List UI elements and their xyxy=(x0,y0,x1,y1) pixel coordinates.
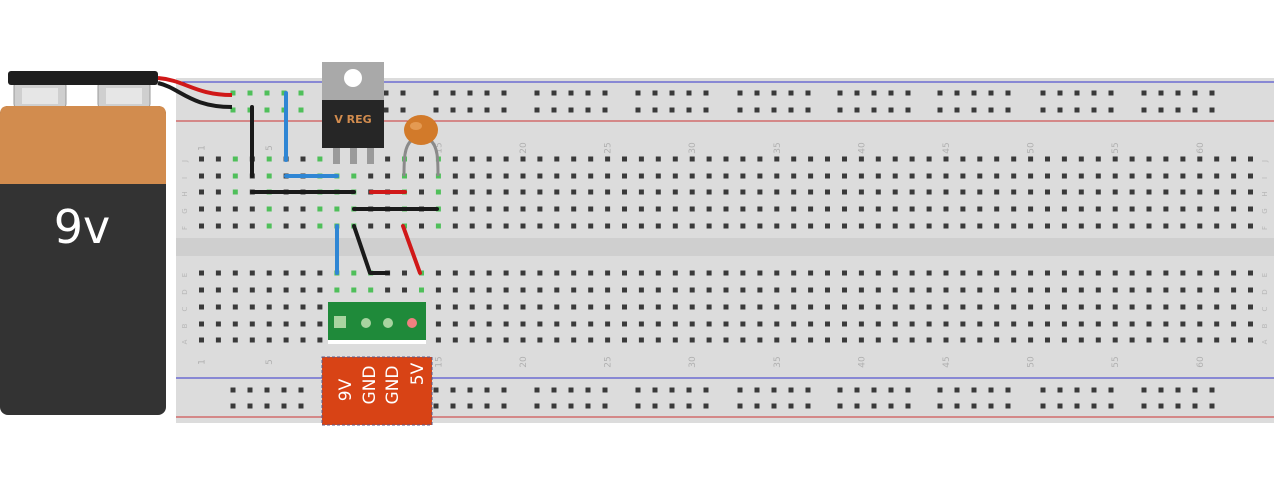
wires xyxy=(250,91,439,275)
svg-text:30: 30 xyxy=(688,356,698,368)
wire-red-to-module xyxy=(401,224,422,275)
svg-text:C: C xyxy=(1261,306,1269,311)
pin-label-gnd-2: GND xyxy=(383,366,403,405)
battery-black-lead xyxy=(157,81,233,109)
svg-text:20: 20 xyxy=(519,356,529,368)
svg-text:15: 15 xyxy=(434,142,444,153)
pin-label-9v: 9V xyxy=(336,378,356,401)
svg-text:50: 50 xyxy=(1027,356,1037,368)
svg-text:E: E xyxy=(181,273,189,277)
battery-label: 9v xyxy=(54,200,111,254)
svg-text:40: 40 xyxy=(857,356,867,368)
svg-text:F: F xyxy=(1261,226,1269,230)
svg-text:D: D xyxy=(181,289,189,294)
svg-text:15: 15 xyxy=(434,356,444,367)
svg-text:B: B xyxy=(1261,323,1269,328)
regulator-label: V REG xyxy=(334,113,371,126)
voltage-regulator: V REG xyxy=(322,62,384,164)
svg-text:20: 20 xyxy=(519,142,529,154)
svg-text:H: H xyxy=(1261,191,1269,196)
svg-text:5: 5 xyxy=(265,145,275,151)
pin-label-gnd-1: GND xyxy=(360,366,380,405)
wire-black-to-module xyxy=(352,224,390,275)
breadboard-holes xyxy=(199,90,1253,409)
power-module-connector xyxy=(328,302,426,344)
column-numbers: 1155101015152020252530303535404045455050… xyxy=(198,142,1206,368)
svg-text:G: G xyxy=(181,208,189,213)
svg-text:A: A xyxy=(181,339,189,344)
svg-text:D: D xyxy=(1261,289,1269,294)
svg-text:40: 40 xyxy=(857,142,867,154)
svg-text:55: 55 xyxy=(1111,356,1121,367)
svg-text:60: 60 xyxy=(1196,142,1206,154)
pin-label-5v: 5V xyxy=(408,362,428,385)
svg-text:F: F xyxy=(181,226,189,230)
svg-text:1: 1 xyxy=(198,145,208,151)
svg-text:1: 1 xyxy=(198,359,208,365)
svg-text:E: E xyxy=(1261,273,1269,277)
svg-text:25: 25 xyxy=(604,142,614,153)
battery-9v: 9v xyxy=(0,71,166,415)
svg-text:25: 25 xyxy=(604,356,614,367)
battery-red-lead xyxy=(157,76,233,97)
svg-text:G: G xyxy=(1261,208,1269,213)
svg-text:55: 55 xyxy=(1111,142,1121,153)
svg-text:35: 35 xyxy=(773,356,783,367)
svg-text:50: 50 xyxy=(1027,142,1037,154)
svg-text:5: 5 xyxy=(265,359,275,365)
svg-text:45: 45 xyxy=(942,356,952,367)
svg-text:35: 35 xyxy=(773,142,783,153)
row-letters: J J I I H H G G F F E E D D C C B B A A xyxy=(181,160,1269,344)
svg-text:J: J xyxy=(1261,160,1269,163)
capacitor xyxy=(402,115,440,177)
svg-text:A: A xyxy=(1261,339,1269,344)
svg-text:45: 45 xyxy=(942,142,952,153)
svg-text:I: I xyxy=(1261,177,1269,179)
pin-label-module: 9V GND GND 5V xyxy=(321,356,433,426)
svg-text:H: H xyxy=(181,191,189,196)
svg-text:30: 30 xyxy=(688,142,698,154)
svg-text:I: I xyxy=(181,177,189,179)
svg-text:C: C xyxy=(181,306,189,311)
svg-text:B: B xyxy=(181,323,189,328)
svg-text:J: J xyxy=(181,160,189,163)
svg-text:60: 60 xyxy=(1196,356,1206,368)
